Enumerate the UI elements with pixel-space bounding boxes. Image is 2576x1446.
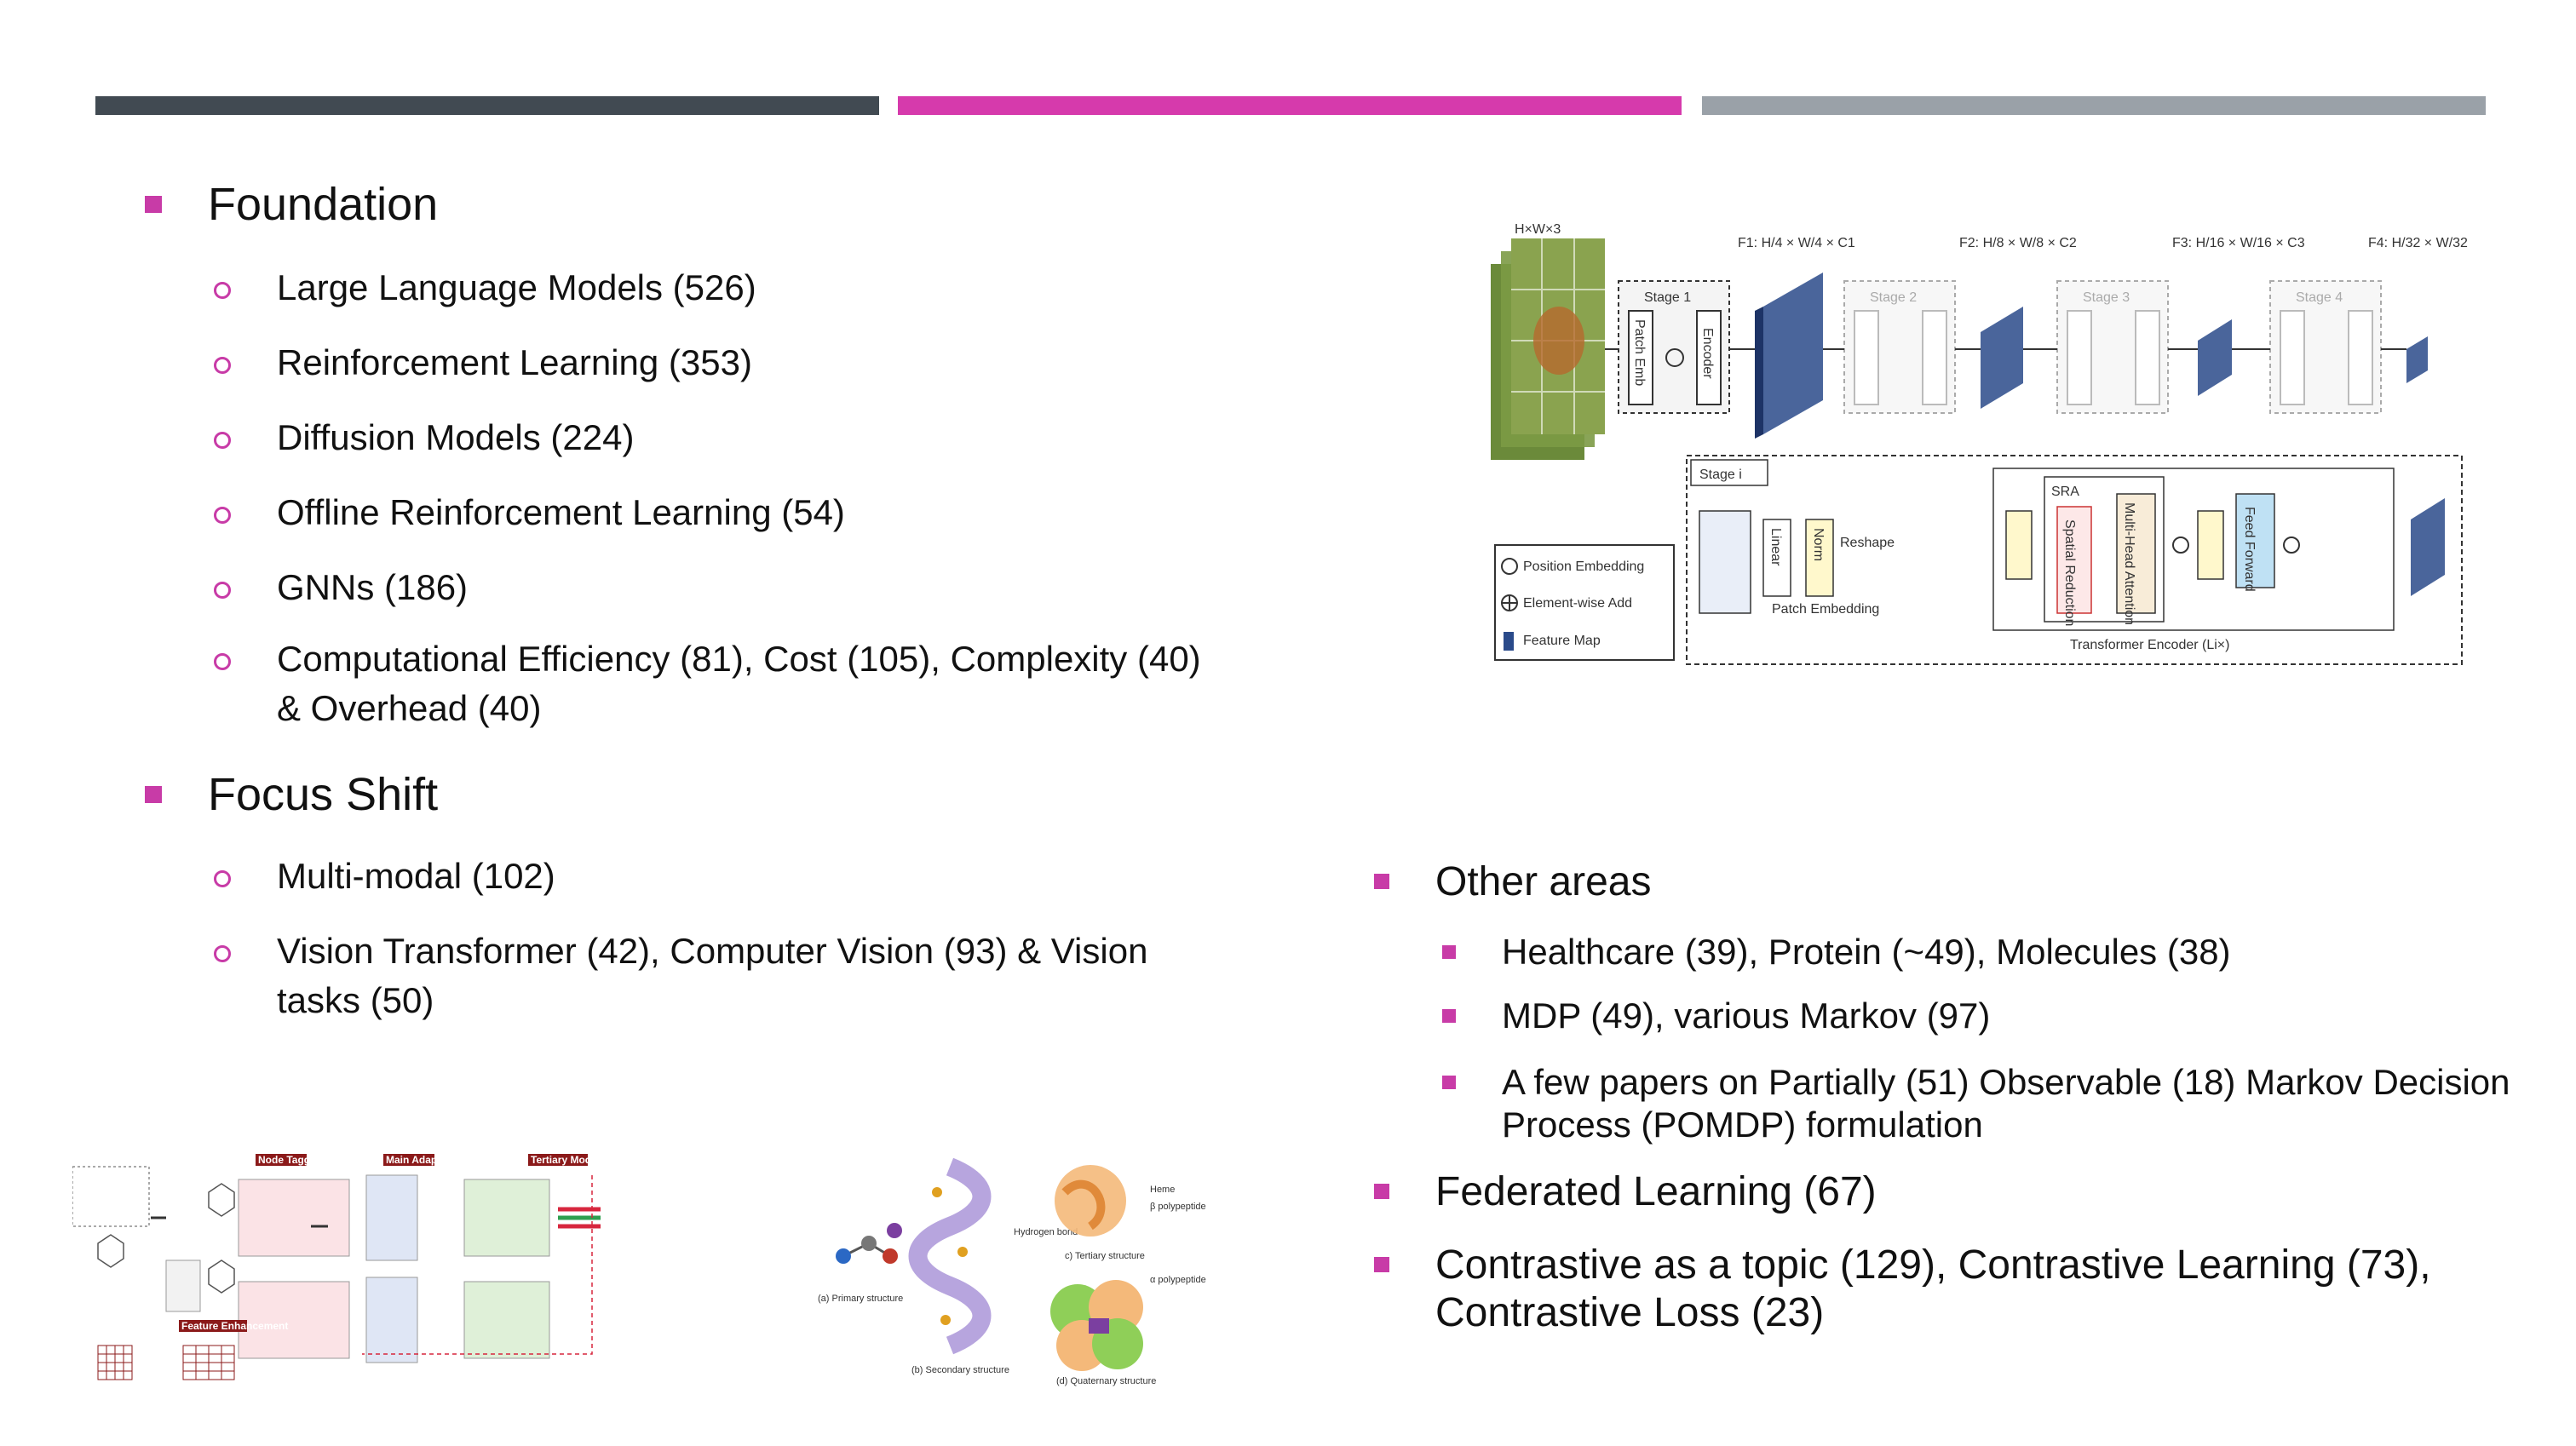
figure-legend — [1494, 544, 1675, 661]
svg-text:Feature Map: Feature Map — [1523, 634, 1601, 648]
svg-text:F1: H/4 × W/4 × C1: F1: H/4 × W/4 × C1 — [1738, 236, 1855, 250]
focus-shift-heading: Focus Shift — [145, 769, 438, 820]
square-bullet-icon — [145, 196, 162, 213]
svg-text:c) Tertiary structure: c) Tertiary structure — [1065, 1251, 1145, 1261]
svg-text:Stage 4: Stage 4 — [2296, 290, 2343, 305]
svg-text:Stage i: Stage i — [1699, 468, 1742, 482]
square-bullet-icon — [1442, 1009, 1456, 1023]
svg-text:Reshape: Reshape — [1840, 536, 1895, 550]
helix-icon — [908, 1157, 992, 1355]
feature-map-icon — [1763, 273, 1823, 434]
svg-text:H×W×3: H×W×3 — [1515, 222, 1561, 237]
svg-text:Linear: Linear — [1768, 528, 1783, 566]
square-bullet-icon — [1374, 1257, 1389, 1272]
svg-text:Encoder: Encoder — [1700, 328, 1715, 379]
svg-text:Stage 3: Stage 3 — [2083, 290, 2130, 305]
tertiary-structure-icon — [1055, 1165, 1126, 1237]
svg-text:Feature Enhancement: Feature Enhancement — [181, 1320, 288, 1332]
sra-box — [2044, 476, 2165, 623]
svg-text:Node Tagging: Node Tagging — [258, 1154, 325, 1166]
top-bar-accent — [898, 96, 1682, 115]
foundation-heading: Foundation — [145, 179, 438, 230]
svg-text:Patch Emb: Patch Emb — [1632, 319, 1647, 386]
svg-text:Tertiary Module: Tertiary Module — [531, 1154, 607, 1166]
list-item: Reinforcement Learning (353) — [214, 338, 752, 387]
list-item: GNNs (186) — [214, 563, 468, 612]
feature-map-icon — [2406, 336, 2428, 383]
svg-text:Stage 2: Stage 2 — [1870, 290, 1917, 305]
circle-bullet-icon — [214, 357, 231, 374]
svg-text:F2: H/8 × W/8 × C2: F2: H/8 × W/8 × C2 — [1959, 236, 2077, 250]
molecule-adapter-figure: Node Tagging Main Adapter Tertiary Modul… — [72, 1154, 607, 1380]
svg-text:Feed Forward: Feed Forward — [2242, 507, 2257, 592]
svg-text:Position Embedding: Position Embedding — [1523, 559, 1644, 574]
list-item: Computational Efficiency (81), Cost (105… — [214, 634, 1201, 733]
svg-text:Main Adapter: Main Adapter — [386, 1154, 451, 1166]
svg-text:(b) Secondary structure: (b) Secondary structure — [911, 1365, 1009, 1375]
pvt-architecture-figure: H×W×3 Stage 1 Patch Emb Encoder F1: H/4 … — [1491, 222, 2470, 665]
svg-text:Spatial Reduction: Spatial Reduction — [2062, 519, 2077, 626]
list-item: MDP (49), various Markov (97) — [1442, 995, 1990, 1037]
svg-text:Multi-Head Attention: Multi-Head Attention — [2122, 502, 2136, 625]
feature-map-icon — [1981, 307, 2023, 409]
top-bar-light — [1702, 96, 2486, 115]
list-item: Healthcare (39), Protein (~49), Molecule… — [1442, 931, 2231, 973]
svg-text:(a) Primary structure: (a) Primary structure — [818, 1294, 903, 1304]
svg-text:Heme: Heme — [1150, 1185, 1175, 1195]
list-item: Large Language Models (526) — [214, 263, 756, 313]
molecule-icon — [97, 1183, 235, 1294]
svg-text:Hydrogen bond: Hydrogen bond — [1014, 1227, 1078, 1237]
svg-text:Transformer Encoder (Li×): Transformer Encoder (Li×) — [2070, 638, 2229, 652]
other-areas-heading: Other areas — [1374, 858, 1651, 906]
square-bullet-icon — [1374, 1184, 1389, 1199]
square-bullet-icon — [145, 786, 162, 803]
input-image-icon — [1491, 238, 1605, 460]
svg-text:Stage 1: Stage 1 — [1644, 290, 1691, 305]
circle-bullet-icon — [214, 582, 231, 599]
svg-text:α polypeptide: α polypeptide — [1150, 1275, 1206, 1285]
list-item: Vision Transformer (42), Computer Vision… — [214, 927, 1147, 1025]
list-item: Offline Reinforcement Learning (54) — [214, 488, 845, 537]
svg-text:SRA: SRA — [2051, 485, 2079, 499]
svg-text:(d) Quaternary structure: (d) Quaternary structure — [1056, 1376, 1156, 1386]
circle-bullet-icon — [214, 653, 231, 670]
circle-bullet-icon — [214, 282, 231, 299]
svg-text:Patch Embedding: Patch Embedding — [1772, 602, 1879, 617]
stage-i-detail-box — [1686, 455, 2463, 665]
svg-text:F3: H/16 × W/16 × C3: F3: H/16 × W/16 × C3 — [2172, 236, 2305, 250]
protein-structure-figure: (a) Primary structure Hydrogen bond (b) … — [818, 1157, 1206, 1386]
circle-bullet-icon — [214, 432, 231, 449]
svg-text:Element-wise Add: Element-wise Add — [1523, 596, 1632, 611]
circle-bullet-icon — [214, 870, 231, 887]
quaternary-structure-icon — [1050, 1280, 1143, 1371]
federated-learning-item: Federated Learning (67) — [1374, 1168, 1877, 1216]
grid-patch-icon — [1699, 510, 1751, 614]
contrastive-item: Contrastive as a topic (129), Contrastiv… — [1374, 1242, 2431, 1337]
svg-text:Norm: Norm — [1811, 528, 1826, 561]
square-bullet-icon — [1442, 1076, 1456, 1089]
feature-map-icon — [2411, 498, 2445, 596]
list-item: A few papers on Partially (51) Observabl… — [1442, 1061, 2558, 1146]
amino-acid-icon — [836, 1223, 902, 1264]
list-item: Multi-modal (102) — [214, 852, 555, 901]
list-item: Diffusion Models (224) — [214, 413, 634, 462]
circle-bullet-icon — [214, 507, 231, 524]
svg-text:F4: H/32 × W/32 × C4: F4: H/32 × W/32 × C4 — [2368, 236, 2470, 250]
square-bullet-icon — [1374, 874, 1389, 889]
top-bar-dark — [95, 96, 879, 115]
transformer-encoder-box — [1992, 468, 2395, 631]
circle-bullet-icon — [214, 945, 231, 962]
feature-map-icon — [2198, 319, 2232, 396]
square-bullet-icon — [1442, 945, 1456, 959]
svg-text:β polypeptide: β polypeptide — [1150, 1202, 1206, 1212]
